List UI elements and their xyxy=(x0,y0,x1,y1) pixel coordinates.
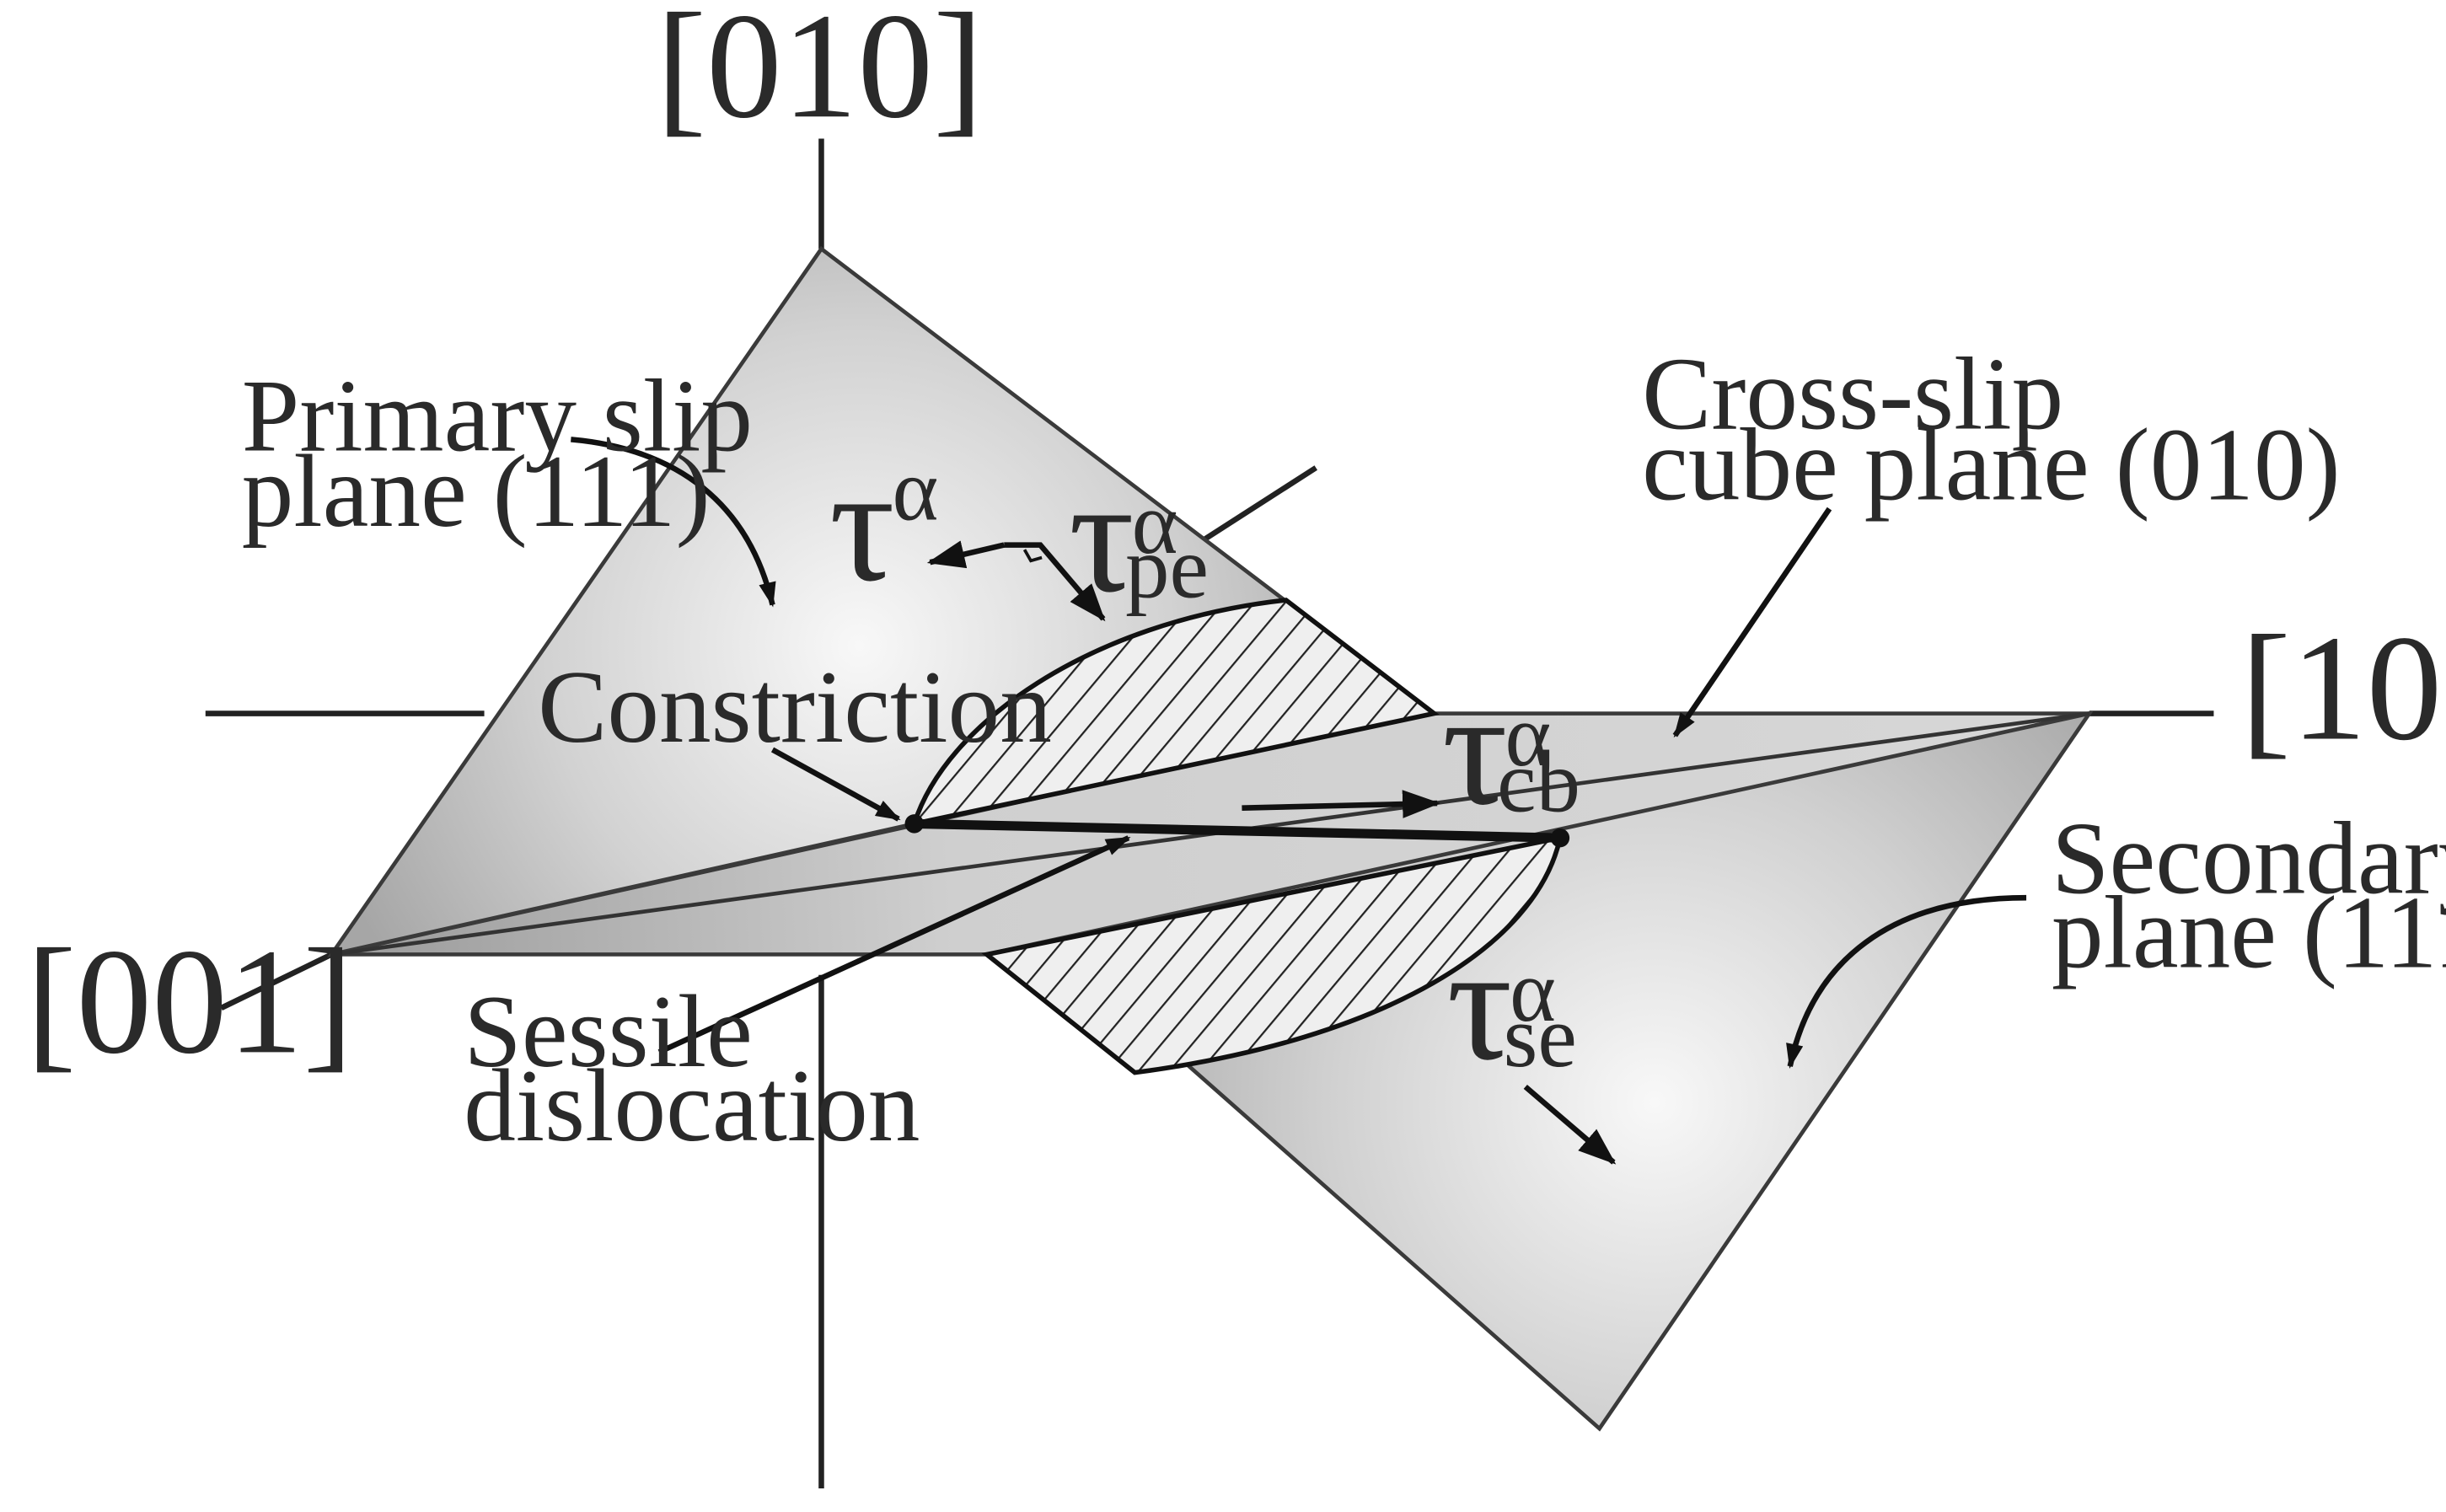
constriction-label: Constriction xyxy=(538,649,1052,764)
sessile-dislocation-line xyxy=(914,818,1561,843)
sessile-label-line1: Sessile xyxy=(464,973,753,1089)
tau-se-arrow xyxy=(1523,1084,1617,1165)
tau-se-symbol: τ α se xyxy=(1446,914,1576,1095)
tau-pe-symbol: τ α pe xyxy=(1069,446,1209,627)
dislocation-end-point xyxy=(1550,828,1570,848)
secondary-hatched-lens xyxy=(981,834,1564,1075)
svg-text:τ: τ xyxy=(1069,446,1134,627)
svg-text:α: α xyxy=(893,442,939,539)
primary-slip-label-line1: Primary slip xyxy=(242,357,753,473)
axis-010-label: [010] xyxy=(656,0,984,149)
primary-slip-label-line2: plane (111) xyxy=(242,433,711,549)
axis-001-line xyxy=(220,952,333,1011)
primary-hatched-lens xyxy=(910,598,1440,828)
secondary-slip-label-line1: Secondary slip xyxy=(2052,801,2446,916)
svg-text:α: α xyxy=(1510,942,1556,1040)
svg-text:τ: τ xyxy=(829,435,895,616)
tau-cb-arrow xyxy=(1242,790,1440,818)
secondary-leader-arrow xyxy=(1786,894,2027,1070)
svg-text:τ: τ xyxy=(1442,658,1508,839)
sessile-label-line2: dislocation xyxy=(464,1048,920,1163)
svg-text:α: α xyxy=(1505,687,1552,785)
tau-cb-symbol: τ α cb xyxy=(1442,658,1580,839)
svg-text:cb: cb xyxy=(1497,732,1580,830)
tau-pe-arrow xyxy=(1004,542,1106,622)
tau-alpha-symbol: τ α xyxy=(829,435,939,616)
right-angle-mark xyxy=(1022,549,1043,563)
axis-100-label: [100] xyxy=(2240,603,2446,771)
constriction-point xyxy=(904,814,924,834)
primary-leader-arrow xyxy=(571,437,776,608)
svg-text:se: se xyxy=(1504,988,1577,1086)
cross-slip-leader-arrow xyxy=(1672,507,1832,738)
constriction-leader-arrow xyxy=(770,747,901,822)
axis-001-label: [001] xyxy=(26,917,354,1085)
sessile-leader-arrow xyxy=(657,835,1131,1055)
svg-text:α: α xyxy=(1132,475,1178,572)
cross-slip-label-line1: Cross-slip xyxy=(1642,335,2063,451)
tau-alpha-arrow xyxy=(926,540,1005,569)
svg-text:τ: τ xyxy=(1446,914,1512,1095)
cross-slip-label-line2: cube plane (010) xyxy=(1642,406,2341,522)
svg-text:pe: pe xyxy=(1125,518,1209,616)
secondary-slip-label-line2: plane (111) xyxy=(2052,874,2446,989)
